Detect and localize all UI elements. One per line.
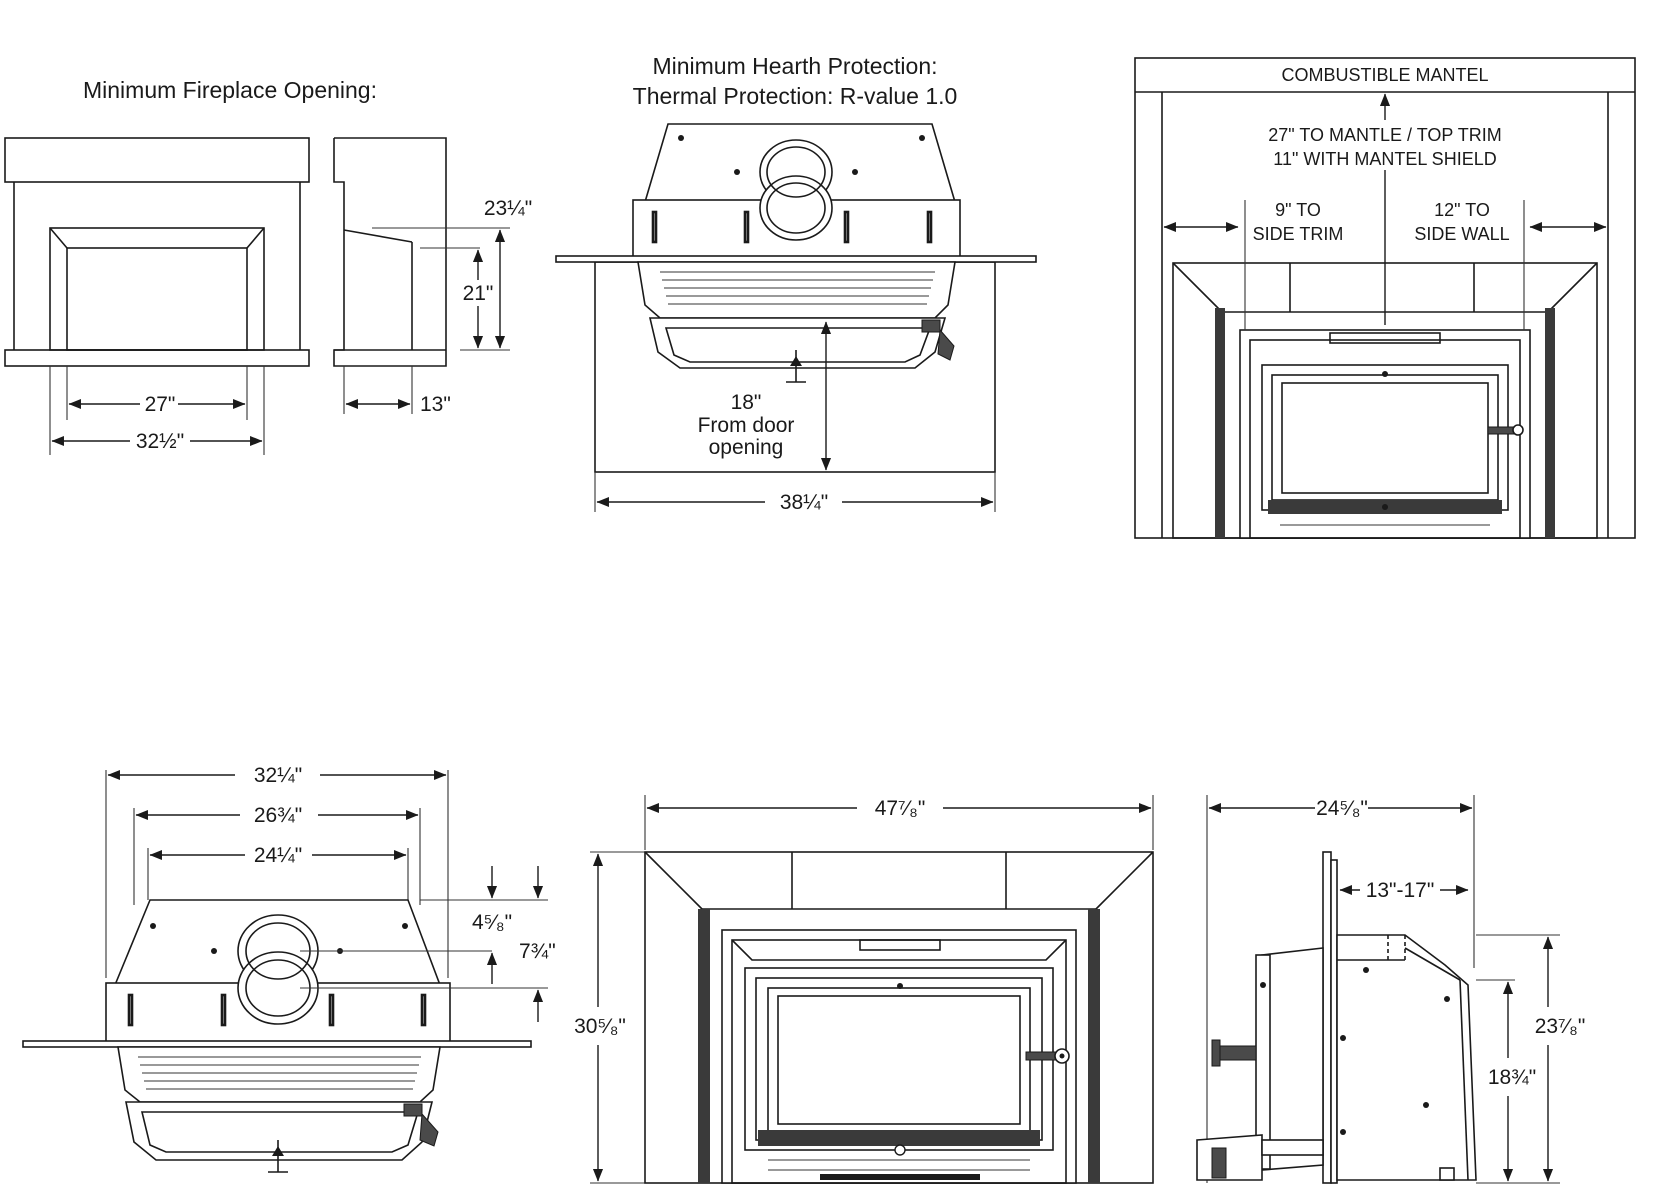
front-view-panel: 47⁷⁄₈" 30⁵⁄₈" [574, 795, 1154, 1184]
hearth-title-line1: Minimum Hearth Protection: [652, 53, 937, 79]
top-view-panel: 32¼" 26¾" 24¼" [22, 764, 556, 1173]
fireplace-opening-panel: Minimum Fireplace Opening: 27" 32½" [4, 77, 532, 455]
fireplace-rear-height-label: 21" [463, 282, 494, 305]
side-view-insert-depth-label: 13"-17" [1366, 879, 1435, 902]
fireplace-depth-label: 13" [420, 393, 451, 416]
mantel-header-label: COMBUSTIBLE MANTEL [1281, 65, 1488, 85]
top-view-mid-width-label: 26¾" [254, 804, 302, 827]
hearth-depth-line2: From door [698, 414, 795, 437]
top-view-stove [22, 899, 532, 1173]
top-view-overall-width-label: 32¼" [254, 764, 302, 787]
mantel-top-clearance-line2: 11" WITH MANTEL SHIELD [1273, 149, 1496, 169]
side-view-stove [1196, 851, 1477, 1184]
hearth-title-line2: Thermal Protection: R-value 1.0 [633, 83, 958, 109]
top-view-inner-width-label: 24¼" [254, 844, 302, 867]
hearth-depth-line1: 18" [731, 391, 762, 414]
hearth-stove-top-view [555, 123, 1037, 383]
hearth-width-label: 38¼" [780, 491, 828, 514]
fireplace-side-outline [333, 137, 447, 367]
mantel-side-wall-line2: SIDE WALL [1414, 224, 1509, 244]
side-view-panel: 24⁵⁄₈" 13"-17" [1196, 795, 1586, 1184]
front-view-width-label: 47⁷⁄₈" [875, 797, 926, 820]
top-view-flue-depth-label: 7¾" [519, 940, 556, 963]
mantel-stove-front [1172, 262, 1598, 539]
mantel-clearance-panel: COMBUSTIBLE MANTEL [1134, 57, 1636, 539]
front-view-height-label: 30⁵⁄₈" [574, 1015, 626, 1038]
mantel-side-wall-line1: 12" TO [1434, 200, 1490, 220]
hearth-depth-line3: opening [709, 436, 784, 459]
side-view-front-height-label: 18¾" [1488, 1066, 1536, 1089]
hearth-protection-panel: Minimum Hearth Protection: Thermal Prote… [555, 53, 1037, 514]
fireplace-front-outline [4, 137, 310, 367]
fireplace-rear-width-label: 27" [145, 393, 176, 416]
side-view-height-label: 23⁷⁄₈" [1535, 1015, 1586, 1038]
front-view-stove [644, 851, 1154, 1184]
top-view-flue-offset-label: 4⁵⁄₈" [472, 911, 512, 934]
fireplace-front-width-label: 32½" [136, 430, 184, 453]
mantel-side-trim-line1: 9" TO [1275, 200, 1321, 220]
mantel-top-clearance-line1: 27" TO MANTLE / TOP TRIM [1268, 125, 1501, 145]
fireplace-total-height-label: 23¼" [484, 197, 532, 220]
side-view-depth-label: 24⁵⁄₈" [1316, 797, 1368, 820]
fireplace-opening-title: Minimum Fireplace Opening: [83, 77, 377, 103]
mantel-side-trim-line2: SIDE TRIM [1253, 224, 1344, 244]
